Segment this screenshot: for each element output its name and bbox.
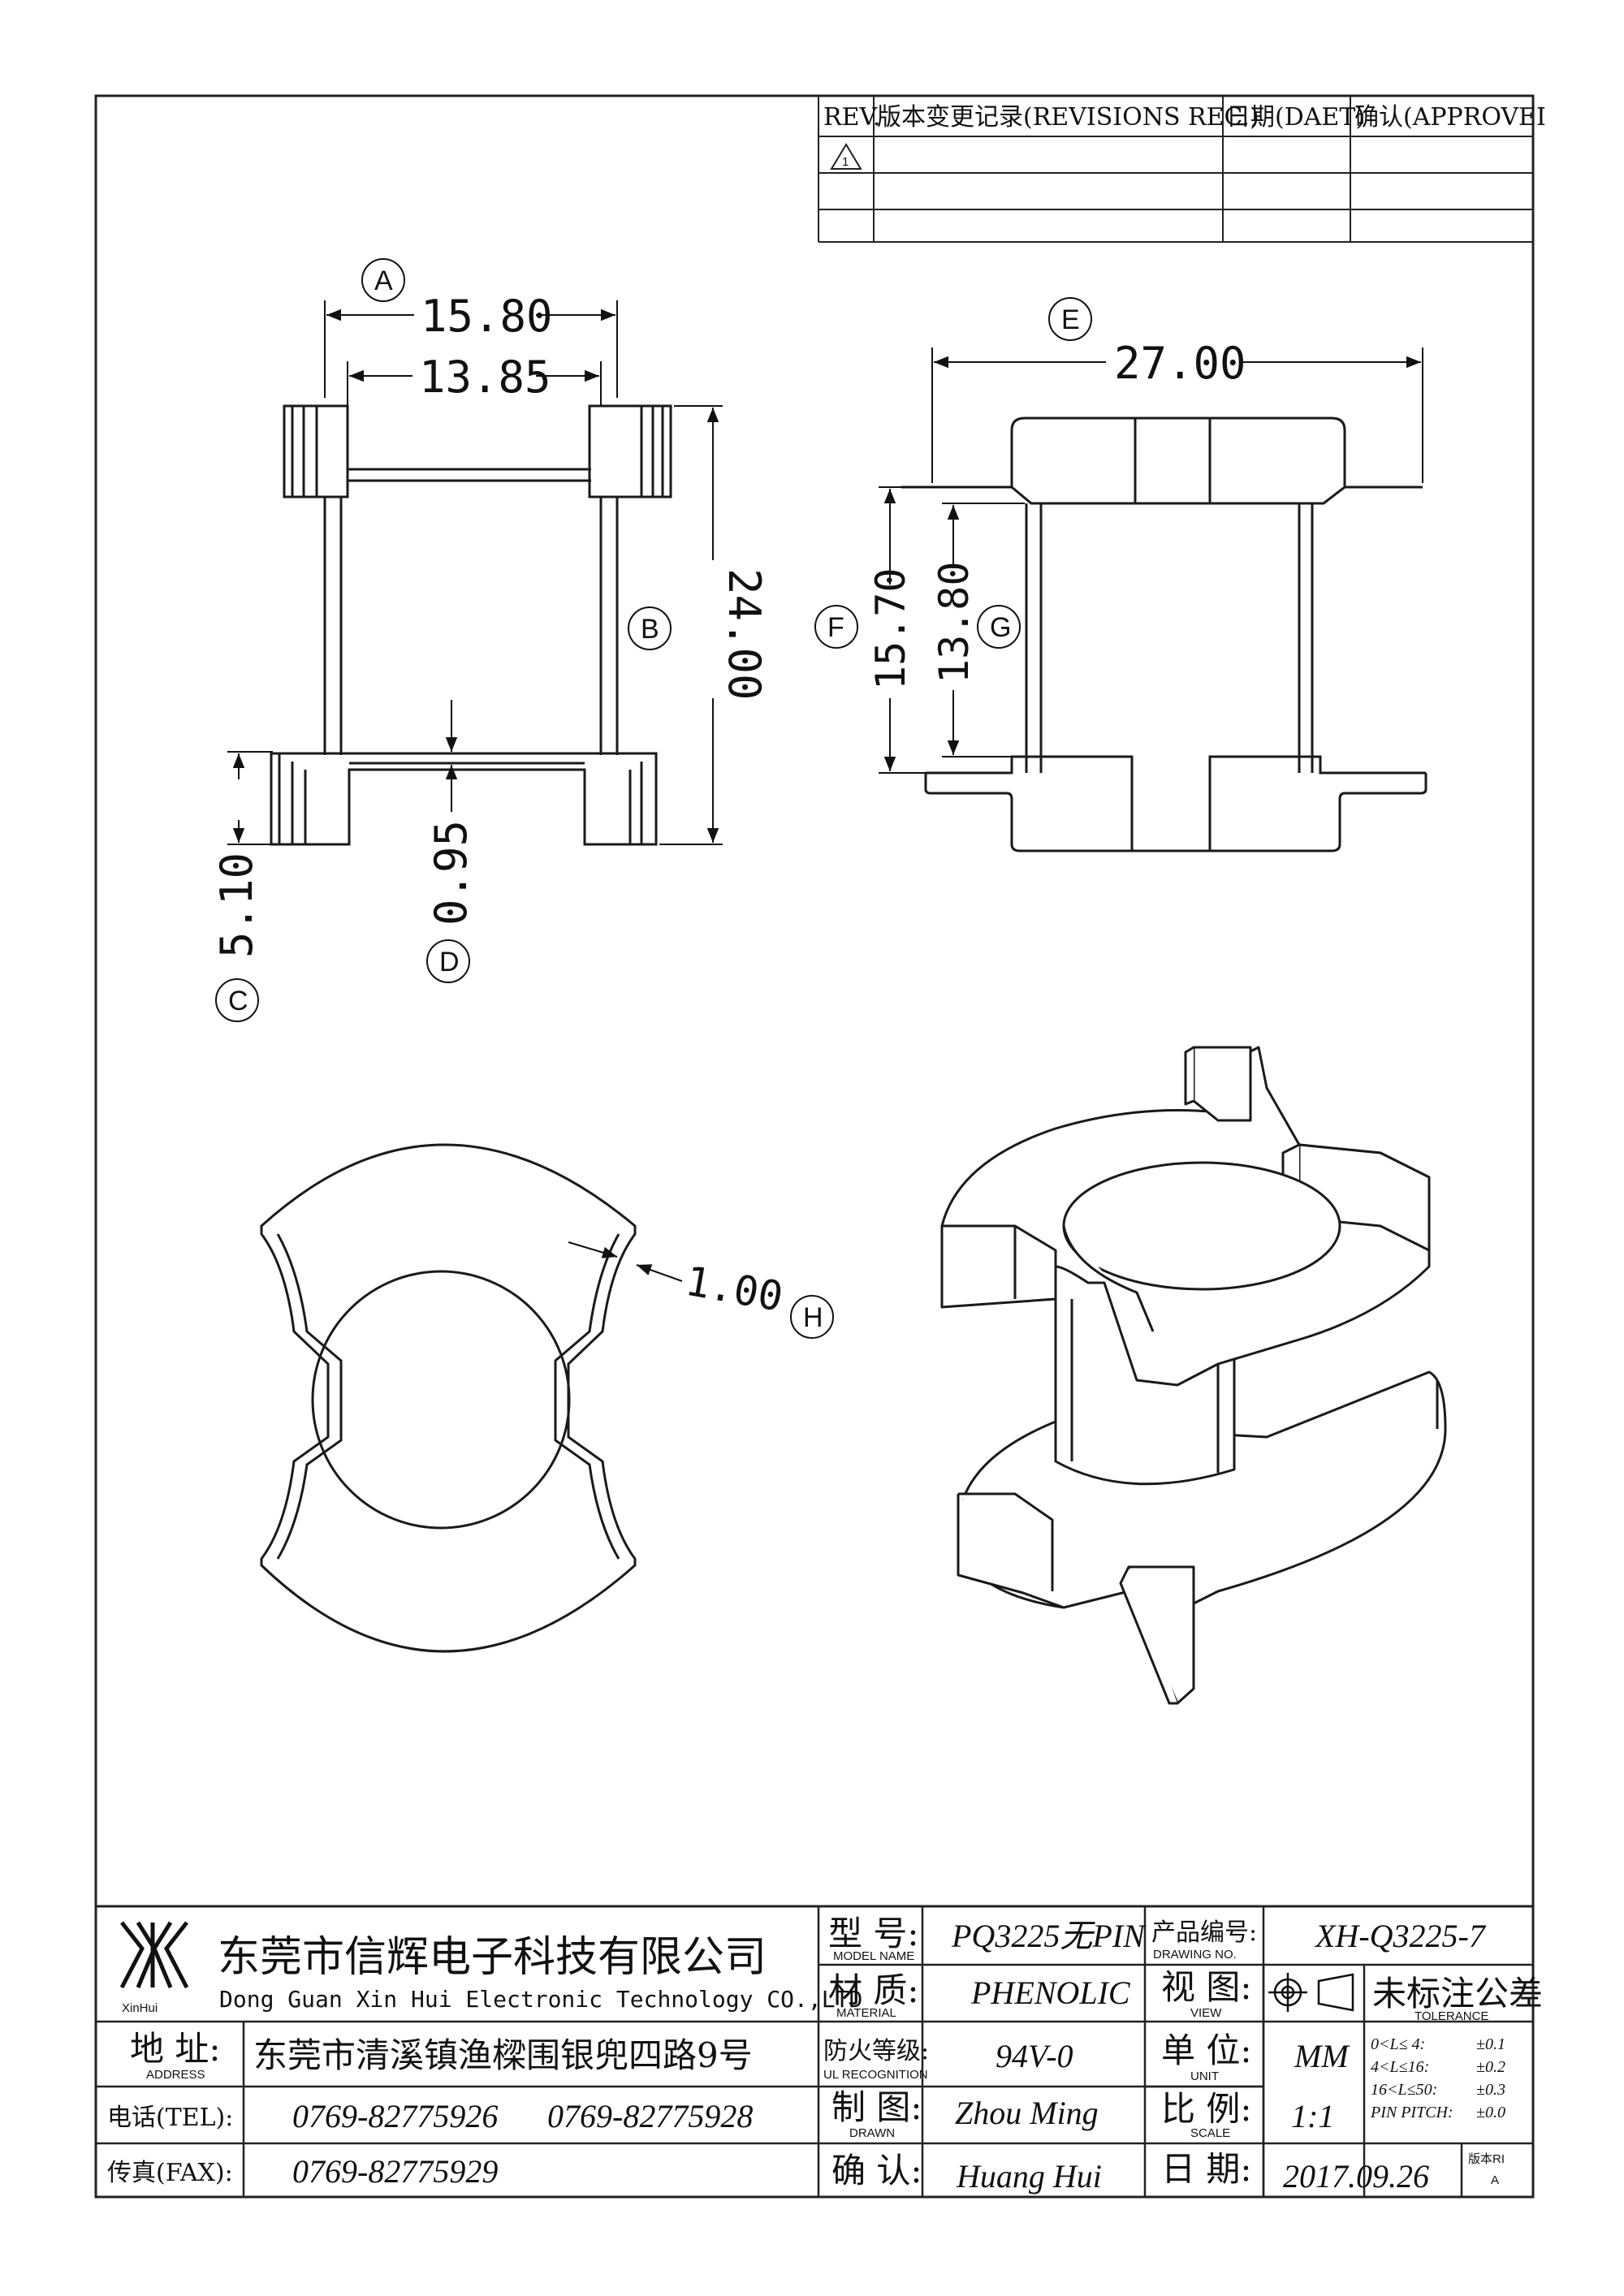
dim-C	[215, 751, 273, 1022]
tolerance-range-3: 16<L≤50:	[1371, 2081, 1437, 2099]
dim-E-value: 27.00	[1114, 338, 1246, 389]
dim-E	[931, 297, 1423, 483]
dim-G-bubble: G	[990, 612, 1011, 643]
date-value: 2017.09.26	[1283, 2158, 1429, 2195]
drawn-label: 制 图:	[831, 2087, 922, 2127]
logo-text: XinHui	[122, 2001, 158, 2015]
dim-C-value: 5.10	[211, 852, 262, 958]
sheet-border	[94, 94, 1535, 2199]
tel-value-2: 0769-82775928	[547, 2098, 753, 2134]
date-label: 日 期:	[1161, 2149, 1252, 2189]
dim-E-bubble: E	[1061, 304, 1080, 335]
tolerance-value-4: ±0.0	[1476, 2104, 1505, 2121]
rev-header-revisions: 版本变更记录(REVISIONS REC.)	[877, 103, 1259, 132]
tolerance-label: 未标注公差	[1372, 1974, 1543, 2013]
version-label: 版本RI	[1468, 2152, 1505, 2166]
approve-label: 确 认:	[831, 2151, 922, 2190]
model-label: 型 号:	[828, 1914, 919, 1953]
revision-table	[818, 96, 1533, 243]
tolerance-range-4: PIN PITCH:	[1370, 2104, 1453, 2121]
fax-label: 传真(FAX):	[107, 2159, 233, 2187]
scale-label: 比 例:	[1161, 2089, 1252, 2129]
revision-triangle-icon: 1	[830, 143, 862, 170]
drawing-no-value: XH-Q3225-7	[1314, 1918, 1487, 1954]
tolerance-value-2: ±0.2	[1476, 2058, 1505, 2076]
rev-row-1-number: 1	[842, 155, 849, 169]
side-view	[901, 416, 1427, 852]
rev-header-approve: 确认(APPROVEI	[1354, 103, 1546, 132]
model-label-en: MODEL NAME	[833, 1949, 914, 1963]
view-label-en: VIEW	[1190, 2006, 1222, 2020]
material-label: 材 质:	[828, 1970, 919, 2010]
company-logo-icon	[119, 1921, 189, 1989]
tel-value-1: 0769-82775926	[292, 2098, 498, 2134]
front-view	[270, 404, 672, 846]
drawing-no-label: 产品编号:	[1151, 1918, 1257, 1947]
dim-A2	[347, 361, 602, 406]
dim-A-value: 15.80	[421, 291, 553, 342]
dim-A2-value: 13.85	[419, 352, 551, 403]
material-value: PHENOLIC	[970, 1974, 1131, 2011]
dim-G-value: 13.80	[931, 561, 978, 684]
drawn-value: Zhou Ming	[955, 2095, 1099, 2131]
fax-value: 0769-82775929	[292, 2153, 498, 2190]
unit-value: MM	[1294, 2038, 1350, 2074]
address-label-en: ADDRESS	[146, 2068, 205, 2082]
approve-value: Huang Hui	[956, 2158, 1102, 2195]
ul-label-en: UL RECOGNITION	[823, 2068, 928, 2082]
dim-B-value: 24.00	[719, 568, 770, 701]
company-name-en: Dong Guan Xin Hui Electronic Technology …	[219, 1986, 862, 2013]
tolerance-range-1: 0<L≤ 4:	[1371, 2035, 1425, 2053]
dim-C-bubble: C	[228, 986, 248, 1016]
unit-label: 单 位:	[1161, 2031, 1252, 2070]
tolerance-value-3: ±0.3	[1476, 2081, 1505, 2099]
tolerance-label-en: TOLERANCE	[1415, 2009, 1488, 2023]
view-label: 视 图:	[1161, 1967, 1252, 2007]
tolerance-value-1: ±0.1	[1476, 2035, 1505, 2053]
version-value: A	[1491, 2173, 1499, 2187]
projection-symbol-icon	[1268, 1973, 1354, 2012]
dim-D	[426, 700, 470, 983]
ul-label: 防火等级:	[823, 2037, 929, 2065]
drawn-label-en: DRAWN	[849, 2126, 895, 2140]
dim-A-bubble: A	[374, 265, 393, 296]
dim-F-value: 15.70	[867, 568, 914, 690]
scale-value: 1:1	[1291, 2098, 1334, 2134]
model-value: PQ3225无PIN	[951, 1918, 1147, 1954]
address-value: 东莞市清溪镇渔樑围银兜四路9号	[253, 2035, 753, 2075]
dim-F	[814, 486, 1012, 774]
dim-H-value: 1.00	[682, 1258, 787, 1321]
drawing-no-label-en: DRAWING NO.	[1153, 1948, 1237, 1962]
isometric-view	[940, 1046, 1447, 1705]
ul-value: 94V-0	[996, 2038, 1073, 2074]
dim-D-value: 0.95	[425, 820, 477, 926]
rev-header-date: 日期(DAET)	[1226, 103, 1365, 132]
top-view	[260, 1143, 637, 1653]
rev-header-rev: REV.	[823, 103, 880, 132]
dim-F-bubble: F	[827, 612, 844, 643]
scale-label-en: SCALE	[1190, 2126, 1230, 2140]
dim-H-bubble: H	[803, 1302, 823, 1333]
dim-B-bubble: B	[641, 614, 659, 645]
material-label-en: MATERIAL	[836, 2006, 896, 2020]
dim-A	[324, 258, 618, 398]
unit-label-en: UNIT	[1190, 2069, 1219, 2083]
dim-H	[568, 1241, 834, 1339]
dim-B	[628, 405, 723, 845]
address-label: 地 址:	[130, 2029, 221, 2069]
dim-G	[942, 503, 1025, 757]
company-name-cn: 东莞市信辉电子科技有限公司	[218, 1933, 767, 1982]
dim-D-bubble: D	[439, 947, 460, 978]
tel-label: 电话(TEL):	[107, 2104, 233, 2132]
title-block	[96, 1905, 1533, 2197]
tolerance-range-2: 4<L≤16:	[1371, 2058, 1429, 2076]
